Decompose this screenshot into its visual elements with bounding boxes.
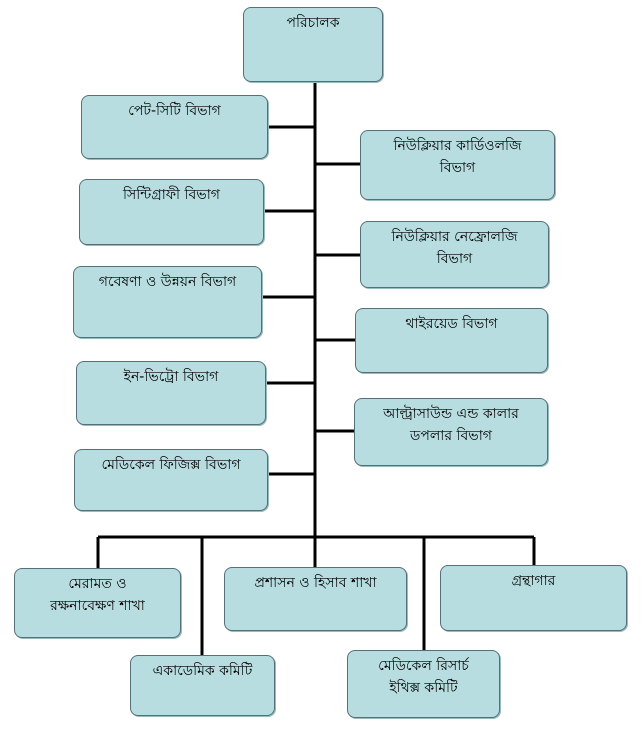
unit-box-ethics-committee: মেডিকেল রিসার্চ ইথিক্স কমিটি (347, 650, 500, 718)
dept-label: সিন্টিগ্রাফী বিভাগ (123, 187, 220, 203)
dept-label: নিউক্লিয়ার কার্ডিওলজি বিভাগ (393, 138, 522, 176)
dept-box-nuclear-cardiology: নিউক্লিয়ার কার্ডিওলজি বিভাগ (360, 130, 555, 200)
dept-label: ইন-ভিট্রো বিভাগ (123, 369, 219, 385)
unit-label: একাডেমিক কমিটি (152, 663, 253, 679)
dept-box-thyroid: থাইরয়েড বিভাগ (355, 308, 548, 373)
unit-box-maintenance: মেরামত ও রক্ষনাবেক্ষণ শাখা (14, 568, 181, 638)
dept-box-research: গবেষণা ও উন্নয়ন বিভাগ (73, 266, 262, 338)
dept-label: গবেষণা ও উন্নয়ন বিভাগ (98, 274, 237, 290)
dept-label: থাইরয়েড বিভাগ (405, 316, 498, 332)
dept-box-ultrasound: আল্ট্রাসাউন্ড এন্ড কালার ডপলার বিভাগ (354, 398, 548, 466)
unit-label: মেডিকেল রিসার্চ ইথিক্স কমিটি (378, 658, 469, 696)
unit-label: গ্রন্থাগার (511, 573, 556, 589)
unit-label: মেরামত ও রক্ষনাবেক্ষণ শাখা (50, 576, 145, 614)
dept-label: নিউক্লিয়ার নেফ্রোলজি বিভাগ (391, 229, 518, 267)
dept-label: আল্ট্রাসাউন্ড এন্ড কালার ডপলার বিভাগ (383, 406, 519, 444)
director-label: পরিচালক (286, 15, 340, 31)
dept-box-nuclear-nephrology: নিউক্লিয়ার নেফ্রোলজি বিভাগ (360, 221, 549, 288)
dept-box-medical-physics: মেডিকেল ফিজিক্স বিভাগ (74, 449, 268, 511)
dept-box-in-vitro: ইন-ভিট্রো বিভাগ (76, 361, 266, 425)
dept-box-scintigraphy: সিন্টিগ্রাফী বিভাগ (79, 179, 264, 245)
unit-box-academic-committee: একাডেমিক কমিটি (130, 655, 275, 716)
director-box: পরিচালক (243, 7, 383, 82)
unit-box-admin-accounts: প্রশাসন ও হিসাব শাখা (224, 567, 407, 631)
dept-label: পেট-সিটি বিভাগ (128, 103, 221, 119)
dept-label: মেডিকেল ফিজিক্স বিভাগ (101, 457, 241, 473)
unit-box-library: গ্রন্থাগার (440, 565, 627, 631)
dept-box-pet-ct: পেট-সিটি বিভাগ (81, 95, 268, 159)
unit-label: প্রশাসন ও হিসাব শাখা (254, 575, 377, 591)
